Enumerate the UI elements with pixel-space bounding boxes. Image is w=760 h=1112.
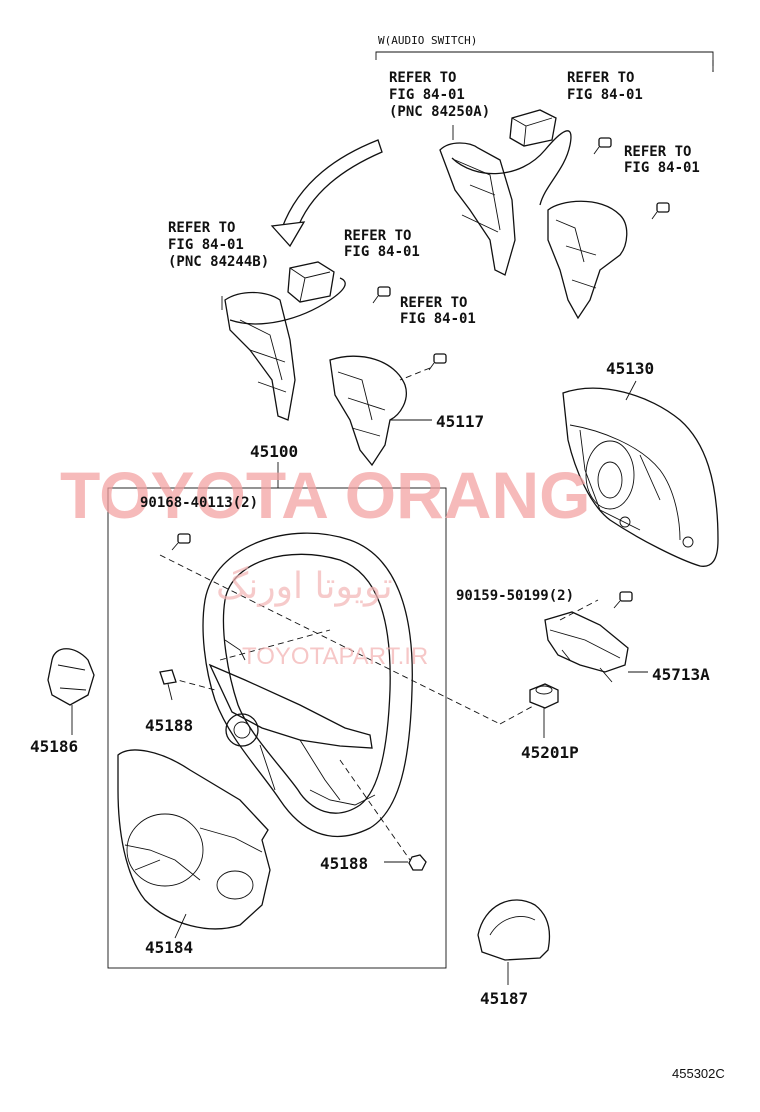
steering-wheel <box>202 532 413 838</box>
watermark-site: TOYOTAPART.IR <box>242 643 428 670</box>
part-45201p: 45201P <box>521 743 579 762</box>
part-45117: 45117 <box>436 412 484 431</box>
screw-right <box>651 202 670 220</box>
ref-84250a-line1: REFER TO <box>389 70 456 86</box>
screw-top-right <box>593 137 612 155</box>
bolt-45188-top <box>159 669 177 701</box>
switch-45117 <box>329 355 432 467</box>
ref-84250a-line2: FIG 84-01 <box>389 87 465 103</box>
screw-left-switch <box>399 353 447 381</box>
leader-lines <box>174 125 454 939</box>
assembly-arrow <box>270 139 383 248</box>
ref-mid-screw-line2: FIG 84-01 <box>344 244 420 260</box>
cover-45186 <box>47 648 95 735</box>
part-45186: 45186 <box>30 737 78 756</box>
ref-mid-screw-line1: REFER TO <box>344 228 411 244</box>
ref-84244b-line1: REFER TO <box>168 220 235 236</box>
guide-lines <box>159 554 599 861</box>
airbag-45130 <box>562 380 719 567</box>
screw-90168 <box>171 533 191 551</box>
cap-45187 <box>477 899 551 985</box>
screw-90159 <box>613 591 633 609</box>
watermark-brand: TOYOTA ORANG <box>60 458 590 532</box>
watermark: TOYOTA ORANG تویوتا اورنگ TOYOTAPART.IR <box>60 458 590 670</box>
bolt-45188-bottom <box>408 854 427 871</box>
part-45100: 45100 <box>250 442 298 461</box>
ref-84250a-line3: (PNC 84250A) <box>389 104 490 120</box>
switch-assembly-left <box>224 261 346 421</box>
switch-assembly-upper <box>439 109 628 320</box>
part-45187: 45187 <box>480 989 528 1008</box>
part-45188-top: 45188 <box>145 716 193 735</box>
lower-cover-45184 <box>117 749 271 930</box>
ref-top-right-line1: REFER TO <box>567 70 634 86</box>
ref-left-switch-line2: FIG 84-01 <box>400 311 476 327</box>
watermark-persian: تویوتا اورنگ <box>216 565 393 607</box>
assembly-box-45100 <box>107 462 447 969</box>
part-45188-bottom: 45188 <box>320 854 368 873</box>
labels: W(AUDIO SWITCH) REFER TO FIG 84-01 (PNC … <box>30 34 725 1081</box>
screw-mid <box>372 286 391 304</box>
part-45130: 45130 <box>606 359 654 378</box>
ref-left-switch-line1: REFER TO <box>400 295 467 311</box>
audio-switch-bracket <box>375 51 714 72</box>
figure-code: 455302C <box>672 1066 725 1081</box>
ref-right-screw-line1: REFER TO <box>624 144 691 160</box>
part-45184: 45184 <box>145 938 193 957</box>
part-45713a: 45713A <box>652 665 710 684</box>
ref-84244b-line2: FIG 84-01 <box>168 237 244 253</box>
bracket-45713a <box>544 611 648 683</box>
ref-top-right-line2: FIG 84-01 <box>567 87 643 103</box>
part-90168: 90168-40113(2) <box>140 495 258 511</box>
ref-right-screw-line2: FIG 84-01 <box>624 160 700 176</box>
ref-84244b-line3: (PNC 84244B) <box>168 254 269 270</box>
part-90159: 90159-50199(2) <box>456 588 574 604</box>
nut-45201p <box>529 683 559 738</box>
variant-note: W(AUDIO SWITCH) <box>378 34 477 47</box>
